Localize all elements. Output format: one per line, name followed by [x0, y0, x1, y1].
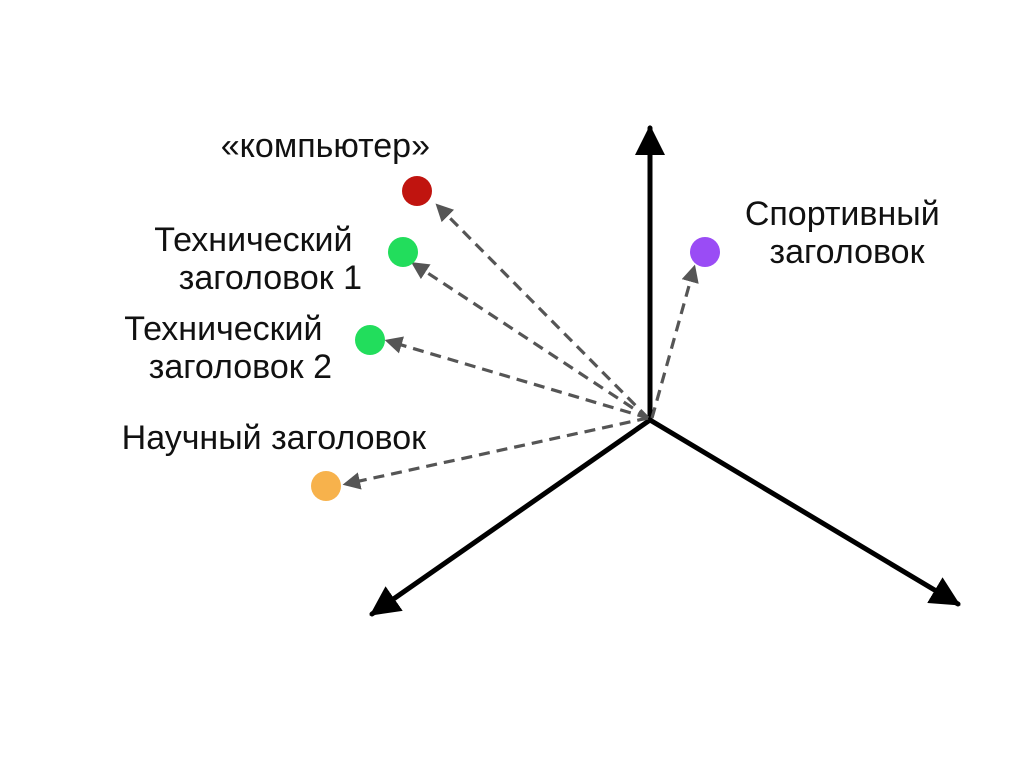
label-sport-line-1: Спортивный — [745, 195, 940, 233]
label-science: Научный заголовок — [122, 419, 427, 457]
points — [311, 176, 720, 501]
label-science-line-1: Научный заголовок — [122, 419, 427, 457]
label-tech2-line-1: Технический — [124, 310, 322, 348]
label-tech1-line-2: заголовок 1 — [179, 259, 362, 297]
point-sport — [690, 237, 720, 267]
vector-tech1 — [411, 262, 649, 420]
point-tech2 — [355, 325, 385, 355]
label-computer: «компьютер» — [221, 127, 430, 165]
vector-science — [342, 416, 649, 490]
point-science — [311, 471, 341, 501]
label-tech2-line-2: заголовок 2 — [149, 348, 332, 386]
point-tech1 — [388, 237, 418, 267]
axis-left-down — [369, 417, 653, 617]
vectors — [342, 203, 699, 490]
label-sport: Спортивный заголовок — [745, 195, 949, 271]
vector-sport — [650, 264, 699, 419]
label-tech2: Технический заголовок 2 — [124, 310, 332, 386]
vector-tech2 — [384, 336, 649, 420]
labels: «компьютер» Технический заголовок 1 Техн… — [122, 127, 949, 457]
axes — [369, 125, 961, 617]
vector-computer — [435, 203, 650, 420]
label-computer-line-1: «компьютер» — [221, 127, 430, 165]
label-tech1-line-1: Технический — [154, 221, 352, 259]
point-computer — [402, 176, 432, 206]
axis-right-down — [647, 417, 961, 607]
label-sport-line-2: заголовок — [770, 233, 926, 271]
label-tech1: Технический заголовок 1 — [154, 221, 362, 297]
